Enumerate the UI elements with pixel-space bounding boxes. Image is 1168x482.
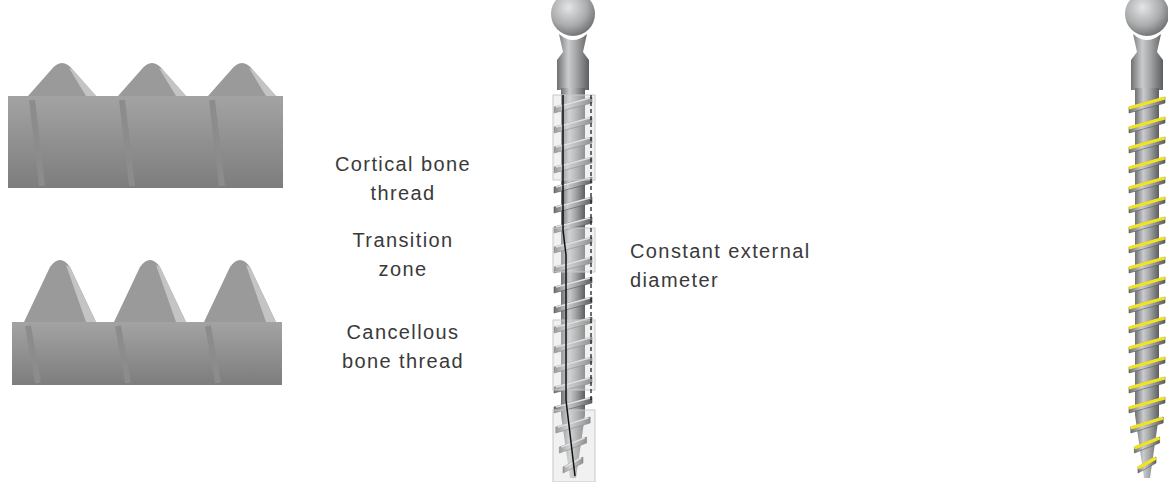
helix-line — [1131, 418, 1163, 428]
thread-turn — [1129, 197, 1165, 213]
core-line — [563, 95, 575, 476]
thread-tooth — [114, 260, 186, 322]
helix-line — [1129, 278, 1165, 288]
thread-shadow — [32, 100, 42, 186]
helix-line — [1129, 298, 1165, 308]
helix-line — [1129, 98, 1165, 108]
part-label: Constant external diameter — [630, 237, 835, 295]
helix-line — [1129, 198, 1165, 208]
screw-right — [1125, 0, 1168, 478]
thread-shadow — [208, 326, 218, 383]
thread-shadow — [122, 100, 132, 186]
thread-turn — [1129, 397, 1165, 413]
thread-highlight — [556, 298, 590, 307]
screw-head — [1125, 0, 1168, 36]
thread-turn — [554, 197, 592, 213]
thread-turn — [1129, 257, 1165, 273]
thread-turn — [554, 277, 592, 293]
screw-neck — [1131, 34, 1163, 90]
thread-turn — [1129, 177, 1165, 193]
thread-turn — [1131, 417, 1163, 433]
thread-turn — [554, 297, 592, 313]
thread-turn — [1138, 457, 1156, 473]
helix-line — [1129, 178, 1165, 188]
part-label: Cancellous bone thread — [333, 318, 473, 376]
thread-tooth — [118, 63, 186, 96]
helix-line — [1138, 458, 1156, 468]
thread-turn — [1129, 117, 1165, 133]
thread-turn — [1129, 137, 1165, 153]
tooth-flank — [156, 265, 186, 322]
screw-head — [551, 0, 595, 36]
zone-box — [553, 95, 595, 180]
thread-turn — [1129, 217, 1165, 233]
thread-highlight — [556, 218, 590, 227]
thread-tooth — [24, 260, 96, 322]
profile-core — [12, 322, 282, 385]
thread-turn — [1134, 437, 1159, 453]
diameter-line — [590, 95, 591, 402]
tooth-flank — [246, 265, 276, 322]
tooth-flank — [69, 68, 96, 96]
screw-middle — [551, 0, 595, 478]
thread-turn — [1129, 277, 1165, 293]
helix-line — [1129, 158, 1165, 168]
thread-shadow — [212, 100, 222, 186]
helix-line — [1129, 338, 1165, 348]
thread-shadow — [28, 326, 38, 383]
helix-line — [1129, 218, 1165, 228]
profile-core — [8, 96, 283, 188]
thread-highlight — [556, 198, 590, 207]
thread-highlight — [556, 398, 590, 407]
part-label: Transition zone — [338, 226, 468, 284]
thread-turn — [1129, 157, 1165, 173]
thread-turn — [1129, 357, 1165, 373]
thread-turn — [1129, 337, 1165, 353]
zone-highlights — [553, 95, 595, 482]
thread-turn — [1129, 377, 1165, 393]
tooth-flank — [159, 68, 186, 96]
zone-box — [553, 320, 595, 390]
helix-line — [1129, 258, 1165, 268]
part-label: Cortical bone thread — [323, 150, 483, 208]
helix-line — [1129, 378, 1165, 388]
helix-line — [1129, 318, 1165, 328]
thread-turn — [1129, 317, 1165, 333]
thread-turn — [1129, 97, 1165, 113]
helix-line — [1129, 358, 1165, 368]
tooth-flank — [249, 68, 276, 96]
tooth-flank — [66, 265, 96, 322]
helix-line — [1134, 438, 1159, 448]
helix-line — [1129, 238, 1165, 248]
helix-line — [1129, 138, 1165, 148]
thread-turn — [1129, 237, 1165, 253]
helix-line — [1129, 118, 1165, 128]
thread-tooth — [204, 260, 276, 322]
thread-turn — [1129, 297, 1165, 313]
thread-shadow — [118, 326, 128, 383]
screw-neck — [557, 34, 589, 90]
thread-tooth — [28, 63, 96, 96]
zone-box — [553, 228, 595, 272]
thread-profiles — [8, 63, 283, 385]
thread-highlight — [556, 278, 590, 287]
helix-line — [1129, 398, 1165, 408]
thread-tooth — [208, 63, 276, 96]
